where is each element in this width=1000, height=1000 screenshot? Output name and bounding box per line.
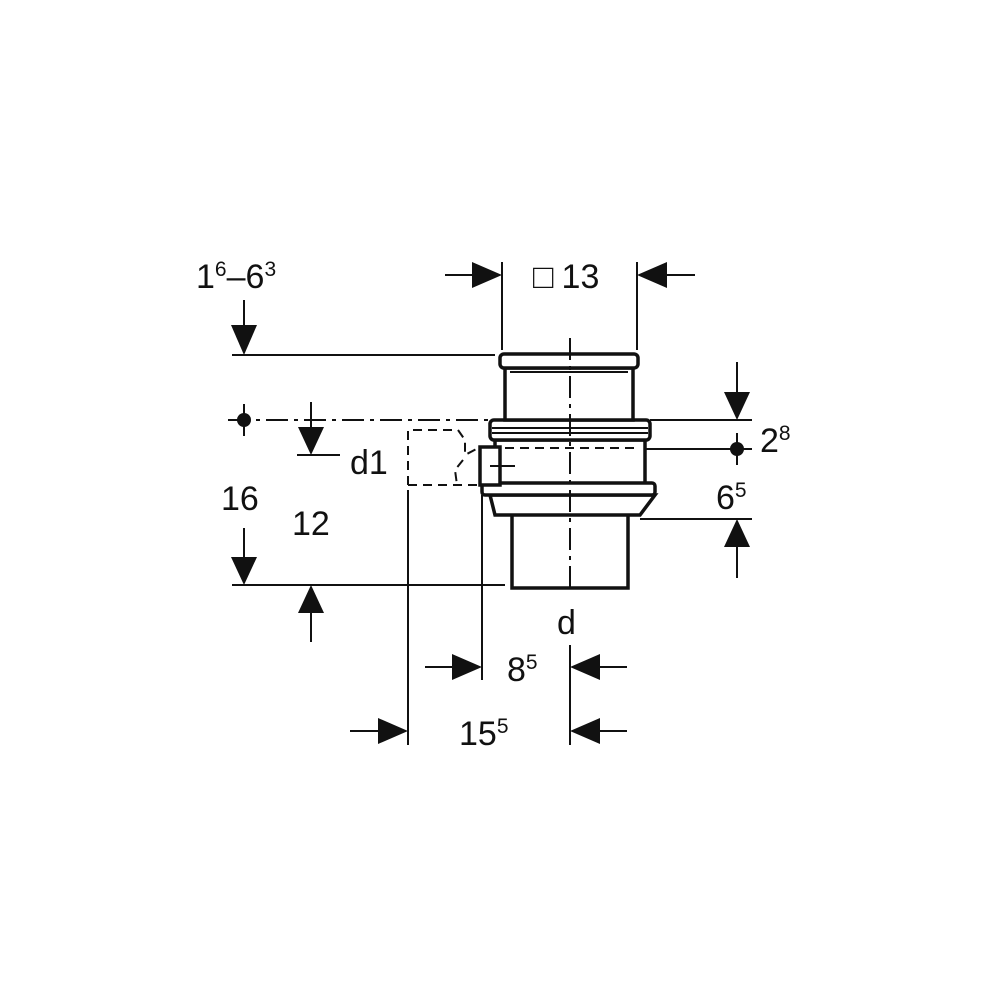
arrowheads bbox=[231, 262, 750, 744]
drain-fitting bbox=[478, 352, 659, 590]
label-outlet-depth: 12 bbox=[292, 505, 330, 543]
label-square-size: □13 bbox=[533, 258, 599, 296]
label-outlet-diameter: d1 bbox=[350, 444, 388, 482]
outlet-dashed bbox=[407, 429, 481, 486]
reference-points bbox=[237, 404, 744, 465]
label-outlet-offset: 85 bbox=[507, 651, 538, 689]
label-overall-height: 16–63 bbox=[196, 258, 276, 296]
label-top-offset: 28 bbox=[760, 422, 791, 460]
label-pipe-diameter: d bbox=[557, 604, 576, 642]
label-outlet-length: 155 bbox=[459, 715, 509, 753]
label-total-depth: 16 bbox=[221, 480, 259, 518]
label-ring-height: 65 bbox=[716, 479, 747, 517]
dimension-lines bbox=[232, 262, 752, 745]
